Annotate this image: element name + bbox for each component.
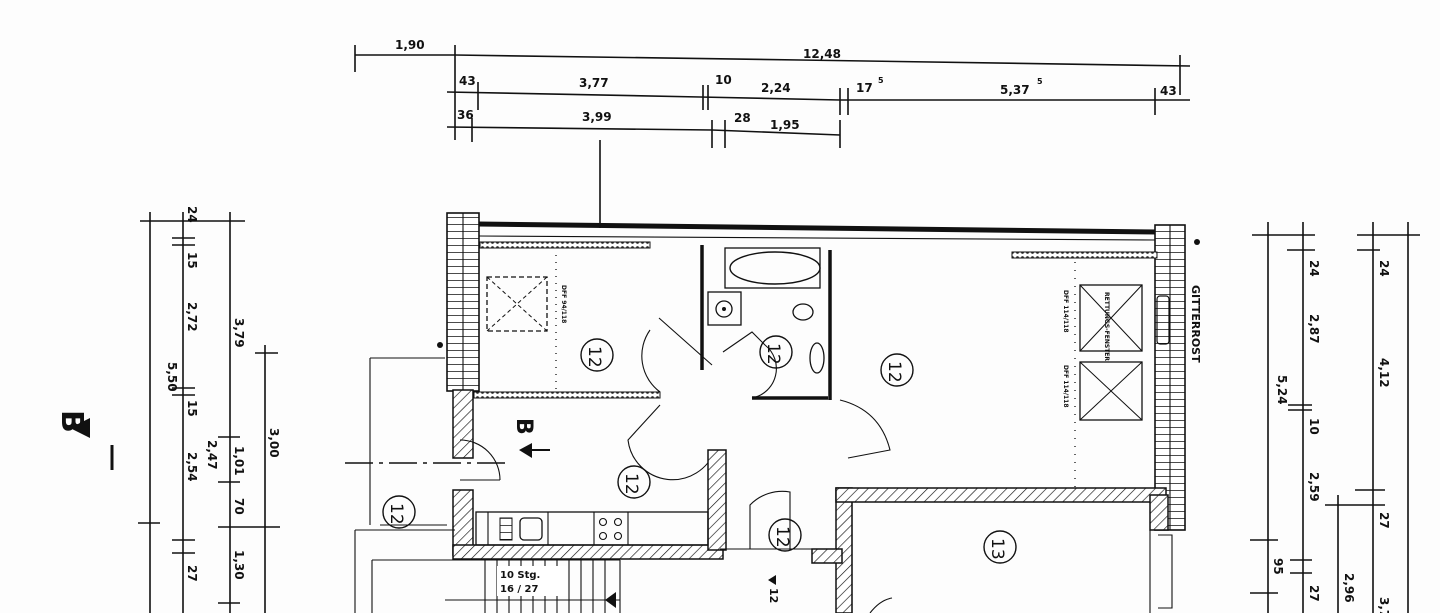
dim-10: 10: [715, 73, 732, 87]
dim-left-5-50: 5,50: [165, 362, 179, 392]
building: GITTERROST DFF 94/118 RETTUNGS-FENSTER D…: [345, 212, 1202, 613]
door-swing: [459, 439, 501, 481]
dim-5-37: 5,37: [1000, 83, 1030, 97]
dishrack-icon: [499, 517, 513, 541]
knee-wall: [479, 241, 651, 249]
stairs-count: 10 Stg.: [500, 570, 540, 581]
dim-left-2-47: 2,47: [205, 440, 219, 470]
dim-right-27a: 27: [1307, 585, 1321, 602]
door-swing: [749, 490, 791, 549]
knee-wall: [1011, 251, 1158, 259]
room-label: 12: [880, 353, 914, 387]
level-marker: 12: [767, 588, 780, 603]
section-arrow-icon: [519, 443, 532, 458]
kitchen-sink-icon: [519, 517, 543, 541]
dim-right-2-87: 2,87: [1307, 314, 1321, 344]
grating-label: GITTERROST: [1189, 285, 1202, 363]
dim-17: 17: [856, 81, 873, 95]
shower-drain-icon: [707, 291, 742, 326]
room-labels: 12 12 12 12 12 12 13: [382, 335, 1017, 564]
staircase: 10 Stg. 16 / 27: [354, 529, 621, 613]
dim-17-sup: 5: [878, 76, 884, 85]
kitchen: [475, 511, 709, 546]
dim-right-24b: 24: [1377, 260, 1391, 277]
dim-3-99: 3,99: [582, 110, 612, 124]
dim-left-15a: 15: [185, 252, 199, 269]
svg-text:12: 12: [584, 346, 604, 368]
dim-right-24a: 24: [1307, 260, 1321, 277]
dim-1-90: 1,90: [395, 38, 425, 52]
dim-right-27b: 27: [1377, 512, 1391, 529]
sink-icon: [809, 342, 825, 374]
dim-left-70: 70: [232, 498, 246, 515]
section-marker-large: B: [54, 410, 114, 470]
dim-2-24: 2,24: [761, 81, 791, 95]
dim-5-37-sup: 5: [1037, 77, 1043, 86]
dim-right-3-7: 3,7: [1377, 597, 1391, 613]
dim-right-10: 10: [1307, 418, 1321, 435]
dim-43-right: 43: [1160, 84, 1177, 98]
dim-left-2-72: 2,72: [185, 302, 199, 332]
left-dimensions: 24 15 2,72 3,79 5,50 15 3,00 1,01 2,47 2…: [138, 206, 281, 613]
dim-left-1-01: 1,01: [232, 446, 246, 476]
balcony-outline: [369, 357, 447, 526]
room-label: 12: [617, 465, 651, 499]
room-label: 12: [759, 335, 793, 369]
dim-right-4-12: 4,12: [1377, 358, 1391, 388]
room-label: 12: [382, 495, 416, 529]
dim-36: 36: [457, 108, 474, 122]
toilet-icon: [792, 303, 814, 321]
top-dimensions: 1,90 12,48 43 3,77 10 2,24 17 5 5,37 5 4…: [354, 38, 1191, 228]
dim-left-2-54: 2,54: [185, 452, 199, 482]
dim-left-27: 27: [185, 565, 199, 582]
skylight-left-label: DFF 94/118: [560, 285, 567, 323]
door-swing: [839, 399, 891, 459]
bathroom: [700, 245, 832, 400]
dim-left-24: 24: [185, 206, 199, 223]
dim-43-left: 43: [459, 74, 476, 88]
svg-text:12: 12: [763, 343, 783, 365]
dim-3-77: 3,77: [579, 76, 609, 90]
level-arrow-icon: [768, 575, 776, 585]
hatched-wall: [452, 544, 724, 560]
dim-right-2-59: 2,59: [1307, 472, 1321, 502]
skylight-right-label-2: DFF 114/118: [1062, 365, 1069, 408]
dim-left-3-79: 3,79: [232, 318, 246, 348]
svg-text:12: 12: [386, 503, 406, 525]
svg-text:12: 12: [884, 361, 904, 383]
stairs-ratio: 16 / 27: [500, 584, 538, 595]
section-arrow-icon: [70, 418, 90, 438]
svg-text:12: 12: [621, 473, 641, 495]
section-letter: B: [511, 418, 536, 435]
svg-text:13: 13: [987, 538, 1007, 560]
dim-right-95: 95: [1271, 558, 1285, 575]
right-dimensions: 24 2,87 5,24 10 2,59 95 27 24 4,12 27 2,…: [1250, 222, 1420, 613]
room-label: 12: [768, 518, 802, 552]
dim-right-5-24: 5,24: [1275, 375, 1289, 405]
dim-left-3-00: 3,00: [267, 428, 281, 458]
room-label: 12: [580, 338, 614, 372]
skylights-right: RETTUNGS-FENSTER DFF 114/118 DFF 114/118: [1062, 262, 1143, 490]
skylight-right-label-1: DFF 114/118: [1062, 290, 1069, 333]
dim-left-1-30: 1,30: [232, 550, 246, 580]
dim-28: 28: [734, 111, 751, 125]
knee-wall: [473, 391, 661, 399]
door-swing: [641, 317, 713, 393]
dim-right-2-96: 2,96: [1342, 573, 1356, 603]
dim-1-95: 1,95: [770, 118, 800, 132]
door-swing: [627, 404, 716, 481]
room-label: 13: [983, 530, 1017, 564]
grating-icon: [1156, 295, 1170, 345]
dim-12-48: 12,48: [803, 47, 841, 61]
dim-left-15b: 15: [185, 400, 199, 417]
escape-window-label: RETTUNGS-FENSTER: [1103, 292, 1110, 361]
bathtub-icon: [729, 251, 821, 285]
svg-text:12: 12: [772, 526, 792, 548]
skylight-left: DFF 94/118: [486, 255, 567, 390]
